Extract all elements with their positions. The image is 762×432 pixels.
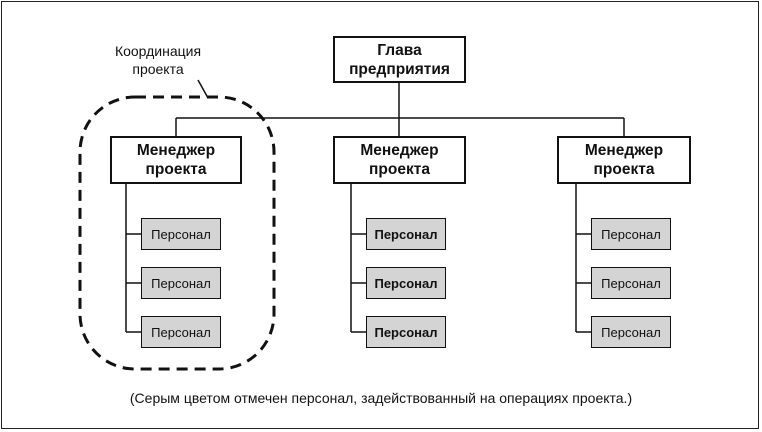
staff-box-3-2: Персонал	[591, 267, 671, 299]
manager-box-1: Менеджер проекта	[110, 136, 242, 184]
staff-box-3-1: Персонал	[591, 218, 671, 250]
staff-box-1-3: Персонал	[141, 316, 221, 348]
staff-box-2-1: Персонал	[366, 218, 446, 250]
coordination-label: Координация проекта	[114, 43, 202, 77]
staff-box-1-1: Персонал	[141, 218, 221, 250]
annotation-pointer	[197, 79, 209, 99]
manager-box-3: Менеджер проекта	[557, 136, 691, 184]
diagram-caption: (Серым цветом отмечен персонал, задейств…	[129, 390, 633, 406]
staff-box-2-2: Персонал	[366, 267, 446, 299]
coordination-outline	[78, 95, 276, 371]
staff-box-3-3: Персонал	[591, 316, 671, 348]
staff-box-2-3: Персонал	[366, 316, 446, 348]
staff-box-1-2: Персонал	[141, 267, 221, 299]
manager-box-2: Менеджер проекта	[333, 136, 466, 184]
head-box: Глава предприятия	[333, 36, 466, 83]
